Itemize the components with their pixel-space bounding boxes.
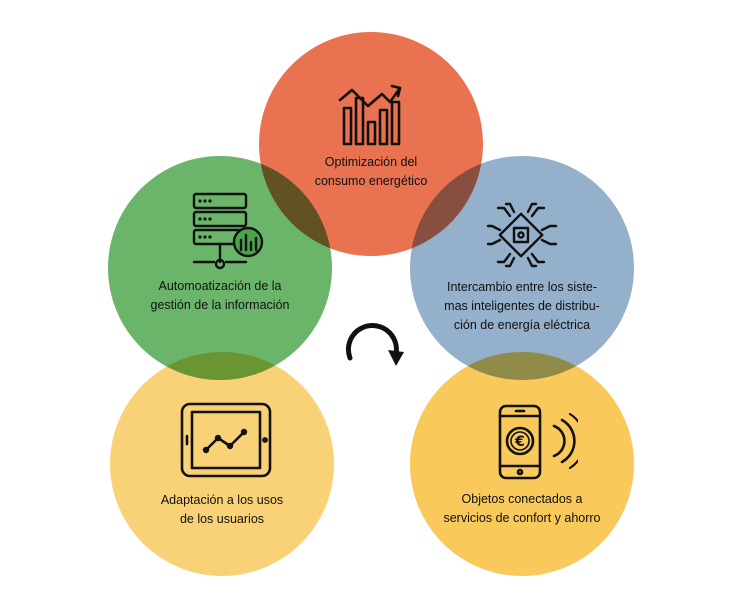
label-top: Optimización del consumo energético: [271, 153, 471, 191]
circle-bottom-left: [110, 352, 334, 576]
refresh-cycle-icon: [345, 323, 404, 366]
label-right-line-1: Intercambio entre los siste-: [446, 280, 598, 294]
server-chart-icon: [192, 192, 264, 270]
smartphone-euro-signal-icon: €: [498, 404, 578, 480]
label-left-line-2: gestión de la información: [150, 298, 290, 312]
label-bottom-right-line-1: Objetos conectados a: [461, 492, 583, 506]
bar-chart-trend-icon: [338, 84, 402, 146]
label-bottom-right: Objetos conectados a servicios de confor…: [412, 490, 632, 528]
label-bottom-left-line-2: de los usuarios: [179, 512, 265, 526]
microchip-icon: [486, 202, 558, 268]
label-bottom-left-line-1: Adaptación a los usos: [160, 493, 284, 507]
label-bottom-left: Adaptación a los usos de los usuarios: [120, 491, 324, 529]
circle-bottom-right: [410, 352, 634, 576]
svg-text:€: €: [514, 434, 525, 450]
circle-right: [410, 156, 634, 380]
label-right-line-3: ción de energía eléctrica: [453, 318, 591, 332]
label-left-line-1: Automoatización de la: [158, 279, 282, 293]
tablet-line-chart-icon: [180, 402, 272, 478]
label-left: Automoatización de la gestión de la info…: [120, 277, 320, 315]
label-bottom-right-line-2: servicios de confort y ahorro: [443, 511, 601, 525]
label-right-line-2: mas inteligentes de distribu-: [444, 299, 600, 313]
label-top-line-1: Optimización del: [324, 155, 418, 169]
label-right: Intercambio entre los siste- mas intelig…: [413, 278, 631, 335]
label-top-line-2: consumo energético: [314, 174, 428, 188]
